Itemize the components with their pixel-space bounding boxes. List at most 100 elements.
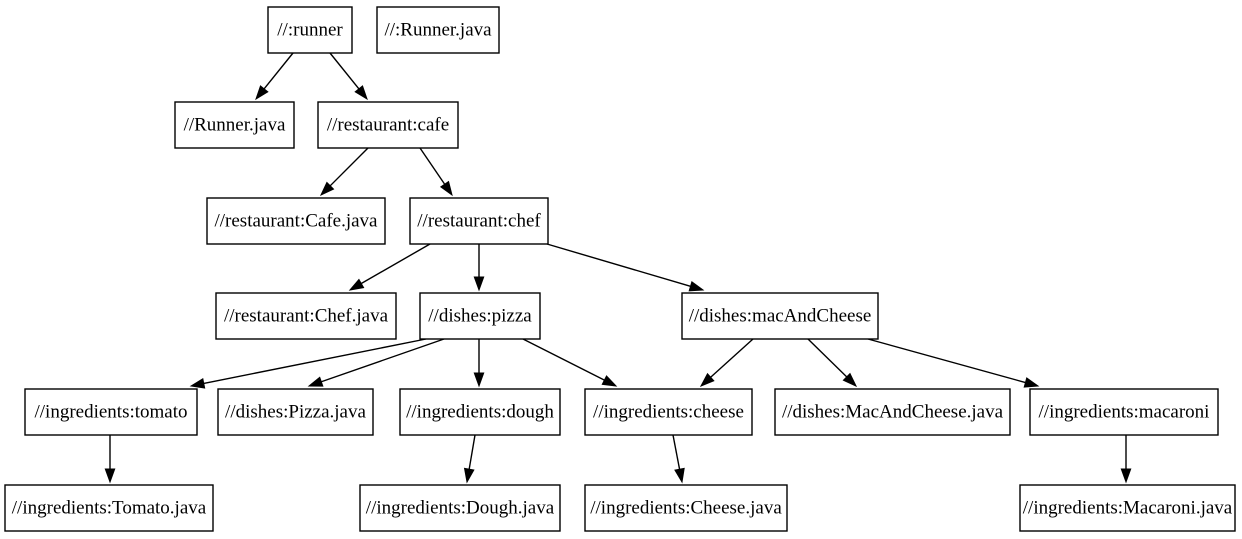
node-label: //dishes:macAndCheese	[689, 306, 872, 327]
edge-line	[807, 338, 848, 378]
edge-line	[329, 52, 360, 90]
graph-edge-runner-to-cafe	[329, 52, 368, 101]
edge-line	[419, 147, 446, 185]
node-box	[24, 388, 198, 436]
node-label: //ingredients:Cheese.java	[590, 498, 782, 519]
arrowhead-icon	[473, 372, 485, 388]
graph-edge-pizza-to-cheese	[522, 338, 618, 387]
graph-edge-pizza-to-pizza-java	[307, 338, 445, 387]
node-label: //dishes:Pizza.java	[225, 402, 366, 423]
arrowhead-icon	[1120, 468, 1132, 484]
graph-edge-cheese-to-cheese-java	[672, 434, 685, 484]
node-label: //restaurant:Chef.java	[224, 306, 389, 327]
graph-edge-mac-and-cheese-to-cheese	[699, 338, 754, 387]
arrowhead-icon	[699, 372, 715, 387]
arrowhead-icon	[255, 85, 269, 101]
graph-node-macaroni: //ingredients:macaroni	[1029, 388, 1219, 436]
node-box	[4, 484, 214, 532]
node-label: //ingredients:Macaroni.java	[1023, 498, 1233, 519]
graph-node-dough-java: //ingredients:Dough.java	[359, 484, 561, 532]
edge-line	[329, 147, 369, 187]
arrowhead-icon	[348, 278, 365, 291]
edge-line	[672, 434, 681, 470]
arrowhead-icon	[307, 376, 324, 387]
edge-line	[867, 338, 1026, 384]
graph-node-runner-java: //Runner.java	[174, 101, 295, 149]
node-box	[1019, 484, 1236, 532]
graph-edge-mac-and-cheese-to-macaroni	[867, 338, 1040, 388]
node-box	[217, 388, 374, 436]
graph-edge-cafe-to-chef	[419, 147, 453, 197]
node-box	[206, 197, 386, 245]
node-label: //:runner	[277, 20, 343, 41]
graph-node-mac-and-cheese-java: //dishes:MacAndCheese.java	[774, 388, 1011, 436]
node-box	[409, 197, 549, 245]
graph-edge-chef-to-mac-and-cheese	[546, 243, 705, 292]
node-label: //restaurant:cafe	[327, 115, 449, 136]
node-box	[399, 388, 561, 436]
node-label: //ingredients:macaroni	[1039, 402, 1210, 423]
arrowhead-icon	[473, 276, 485, 292]
edge-line	[321, 338, 445, 383]
edge-line	[203, 338, 427, 385]
graph-edge-macaroni-to-macaroni-java	[1120, 435, 1132, 484]
node-label: //dishes:MacAndCheese.java	[782, 402, 1004, 423]
node-label: //ingredients:tomato	[34, 402, 187, 423]
node-box	[584, 388, 753, 436]
node-label: //ingredients:cheese	[593, 402, 744, 423]
graph-node-dough: //ingredients:dough	[399, 388, 561, 436]
arrowhead-icon	[319, 181, 335, 197]
arrowhead-icon	[688, 280, 705, 292]
graph-node-cafe: //restaurant:cafe	[317, 101, 459, 149]
arrowhead-icon	[439, 180, 453, 197]
graph-node-cheese: //ingredients:cheese	[584, 388, 753, 436]
graph-edge-cafe-to-cafe-java	[319, 147, 369, 197]
arrowhead-icon	[601, 375, 618, 387]
node-label: //ingredients:dough	[406, 402, 554, 423]
arrowhead-icon	[674, 467, 685, 484]
arrowhead-icon	[189, 378, 206, 389]
graph-edge-chef-to-chef-java	[348, 243, 431, 291]
edge-line	[710, 338, 754, 378]
node-box	[174, 101, 295, 149]
graph-node-pizza-java: //dishes:Pizza.java	[217, 388, 374, 436]
node-box	[215, 292, 397, 340]
edge-line	[546, 243, 691, 287]
node-box	[267, 6, 353, 54]
node-box	[359, 484, 561, 532]
graph-node-macaroni-java: //ingredients:Macaroni.java	[1019, 484, 1236, 532]
graph-node-cafe-java: //restaurant:Cafe.java	[206, 197, 386, 245]
graph-edge-dough-to-dough-java	[463, 434, 476, 484]
arrowhead-icon	[354, 85, 368, 101]
node-label: //restaurant:chef	[417, 211, 541, 232]
node-box	[1029, 388, 1219, 436]
edge-line	[522, 338, 605, 381]
edge-line	[360, 243, 431, 285]
graph-node-runner: //:runner	[267, 6, 353, 54]
node-label: //restaurant:Cafe.java	[214, 211, 378, 232]
graph-edge-chef-to-pizza	[473, 244, 485, 292]
graph-node-tomato-java: //ingredients:Tomato.java	[4, 484, 214, 532]
node-box	[317, 101, 459, 149]
graph-node-runner-java-alt: //:Runner.java	[376, 6, 500, 54]
node-label: //Runner.java	[184, 115, 286, 136]
graph-node-chef-java: //restaurant:Chef.java	[215, 292, 397, 340]
arrowhead-icon	[463, 467, 475, 484]
graph-node-cheese-java: //ingredients:Cheese.java	[584, 484, 788, 532]
graph-node-mac-and-cheese: //dishes:macAndCheese	[681, 292, 879, 340]
edge-line	[263, 52, 294, 90]
graph-edge-pizza-to-tomato	[189, 338, 427, 389]
node-box	[681, 292, 879, 340]
node-box	[419, 292, 541, 340]
node-label: //:Runner.java	[384, 20, 492, 41]
graph-node-tomato: //ingredients:tomato	[24, 388, 198, 436]
node-box	[376, 6, 500, 54]
graph-edge-pizza-to-dough	[473, 339, 485, 388]
edge-line	[468, 434, 476, 470]
graph-node-pizza: //dishes:pizza	[419, 292, 541, 340]
node-label: //ingredients:Dough.java	[366, 498, 555, 519]
node-box	[774, 388, 1011, 436]
node-label: //ingredients:Tomato.java	[12, 498, 207, 519]
graph-edge-runner-to-runner-java	[255, 52, 294, 101]
